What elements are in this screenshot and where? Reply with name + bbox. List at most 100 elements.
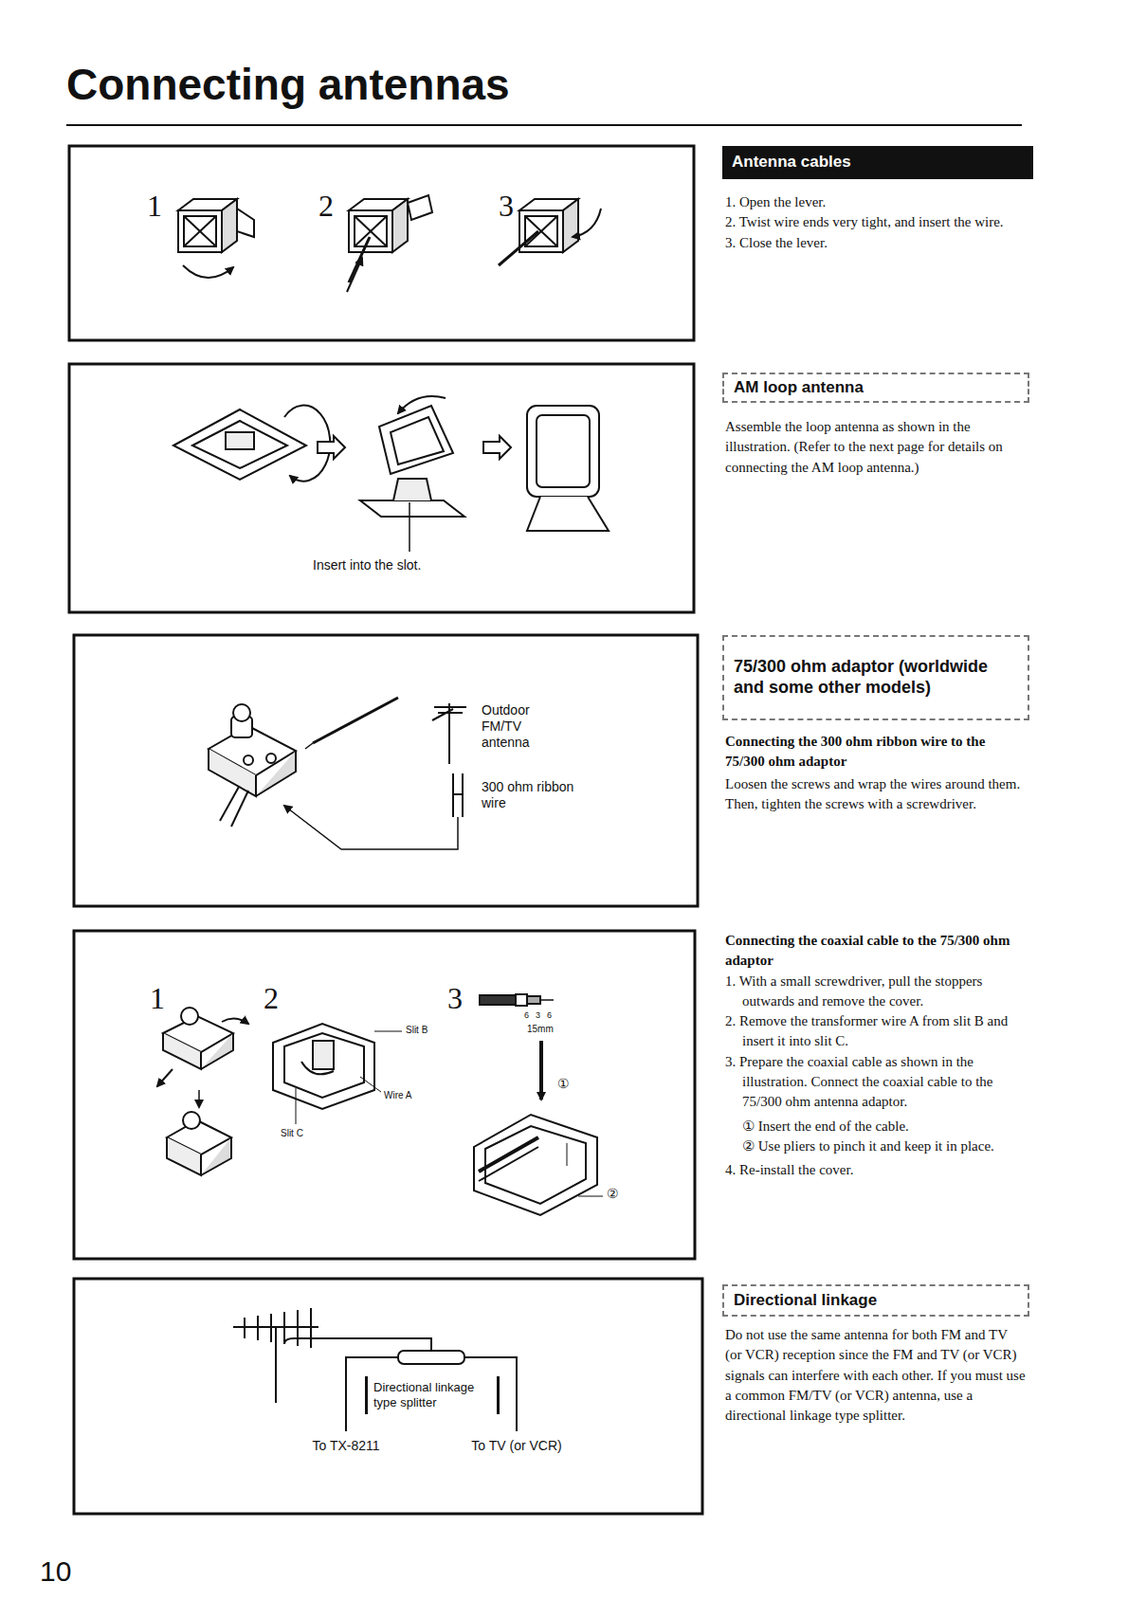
ohm-adaptor-illustration [208, 748, 256, 797]
coaxial-adaptor-illustration [166, 1137, 201, 1176]
panel-frame [69, 145, 703, 1514]
title-rule [66, 124, 1022, 127]
section-heading: Antenna cables [731, 152, 1024, 172]
terminal-illustration [392, 199, 408, 253]
coaxial-adaptor-illustration [284, 1033, 364, 1098]
section-header: Directional linkage [722, 1284, 1030, 1317]
instruction-text: Do not use the same antenna for both FM … [725, 1325, 1027, 1426]
instruction-substep: ① Insert the end of the cable. [725, 1116, 1027, 1137]
coaxial-adaptor-illustration [182, 1111, 201, 1129]
coaxial-adaptor-illustration [374, 1031, 402, 1033]
splitter-illustration [309, 1308, 312, 1348]
subheading: Connecting the coaxial cable to the 75/3… [725, 930, 1027, 972]
loop-antenna-illustration [173, 409, 307, 480]
ohm-adaptor-illustration [312, 697, 399, 744]
loop-antenna-illustration [173, 396, 609, 552]
splitter-illustration [243, 1317, 246, 1339]
page-number: 10 [39, 1554, 97, 1589]
instruction-step: 1. With a small screwdriver, pull the st… [725, 971, 1027, 1013]
terminal-illustration [346, 257, 363, 292]
terminal-illustration [407, 195, 433, 220]
ohm-adaptor-illustration [243, 755, 254, 765]
splitter-illustration [256, 1315, 259, 1341]
terminal-illustration [498, 231, 539, 266]
loop-antenna-illustration [398, 396, 446, 414]
splitter-illustration [284, 1338, 432, 1351]
terminal-illustration [525, 216, 558, 247]
panel-frame [73, 635, 698, 907]
terminal-illustration [182, 265, 234, 278]
coaxial-adaptor-illustration [181, 1007, 199, 1025]
instruction-text: Assemble the loop antenna as shown in th… [725, 417, 1027, 478]
terminal-illustration [183, 216, 217, 247]
coaxial-adaptor-illustration [221, 1018, 249, 1024]
callout-number: 3 [498, 187, 528, 224]
part-label: Insert into the slot. [312, 557, 474, 574]
ohm-adaptor-illustration [432, 709, 454, 721]
panel-frame [69, 363, 694, 613]
coaxial-adaptor-illustration [478, 1146, 539, 1182]
title-rule [66, 124, 1022, 127]
instruction-text: Loosen the screws and wrap the wires aro… [725, 774, 1027, 816]
callout-number: ① [557, 1076, 577, 1093]
loop-antenna-illustration [360, 500, 465, 517]
terminal-illustration [354, 216, 387, 247]
section-heading: Directional linkage [733, 1291, 1019, 1310]
ohm-adaptor-illustration [305, 743, 313, 749]
coaxial-adaptor-illustration [301, 1061, 334, 1074]
coaxial-adaptor-illustration [295, 1088, 297, 1125]
instruction-step: 3. Close the lever. [725, 233, 1027, 254]
section-header: AM loop antenna [722, 372, 1030, 403]
terminal-illustration [183, 216, 217, 247]
instruction-step: 2. Remove the transformer wire A from sl… [725, 1011, 1027, 1053]
coaxial-adaptor-illustration [312, 1040, 334, 1070]
ohm-adaptor-illustration [231, 790, 249, 827]
coaxial-adaptor-illustration [473, 1114, 598, 1216]
loop-antenna-illustration [393, 478, 432, 501]
section-heading: AM loop antenna [733, 378, 1019, 398]
terminal-illustration [563, 199, 579, 253]
section-header: 75/300 ohm adaptor (worldwide and some o… [722, 635, 1030, 721]
panel-frame [73, 930, 695, 1259]
coaxial-adaptor-illustration [360, 1076, 382, 1092]
callout-number: 2 [263, 980, 292, 1017]
part-label: Slit B [405, 1024, 454, 1037]
loop-antenna-illustration [527, 496, 609, 531]
coaxial-adaptor-illustration [157, 994, 603, 1216]
instruction-step: 2. Twist wire ends very tight, and inser… [725, 212, 1027, 233]
subheading: Connecting the 300 ohm ribbon wire to th… [725, 731, 1027, 773]
dimension: 6 [546, 1010, 557, 1021]
panel-frame [69, 145, 694, 341]
dimension: 15mm [527, 1023, 575, 1036]
callout-number: 3 [447, 980, 476, 1017]
terminal-illustration [178, 210, 222, 253]
coaxial-adaptor-illustration [478, 1137, 539, 1172]
ohm-adaptor-illustration [208, 697, 467, 850]
loop-antenna-illustration [379, 405, 454, 474]
loop-antenna-illustration [483, 436, 511, 459]
terminal-illustration [354, 216, 387, 247]
coaxial-adaptor-illustration [200, 1033, 234, 1070]
coaxial-adaptor-illustration [157, 1069, 173, 1087]
splitter-illustration [398, 1350, 465, 1365]
loop-antenna-illustration [192, 420, 288, 469]
terminal-illustration [525, 216, 558, 247]
terminal-illustration [346, 195, 433, 292]
coaxial-adaptor-illustration [198, 1090, 201, 1108]
terminal-illustration [354, 216, 387, 247]
terminal-illustration [183, 216, 217, 247]
box-label: Directional linkage type splitter [373, 1380, 492, 1410]
section-heading: 75/300 ohm adaptor (worldwide and some o… [733, 656, 1019, 698]
splitter-illustration [270, 1313, 273, 1343]
part-label: Wire A [383, 1090, 432, 1102]
loop-antenna-illustration [317, 436, 346, 459]
panel-frame [73, 1278, 703, 1514]
instruction-substep: ② Use pliers to pinch it and keep it in … [725, 1136, 1027, 1157]
terminal-illustration [525, 216, 558, 247]
splitter-illustration [233, 1308, 517, 1432]
loop-antenna-illustration [225, 432, 255, 450]
terminal-illustration [348, 236, 370, 283]
callout-number: ② [606, 1186, 626, 1203]
port-label: To TV (or VCR) [459, 1437, 574, 1455]
